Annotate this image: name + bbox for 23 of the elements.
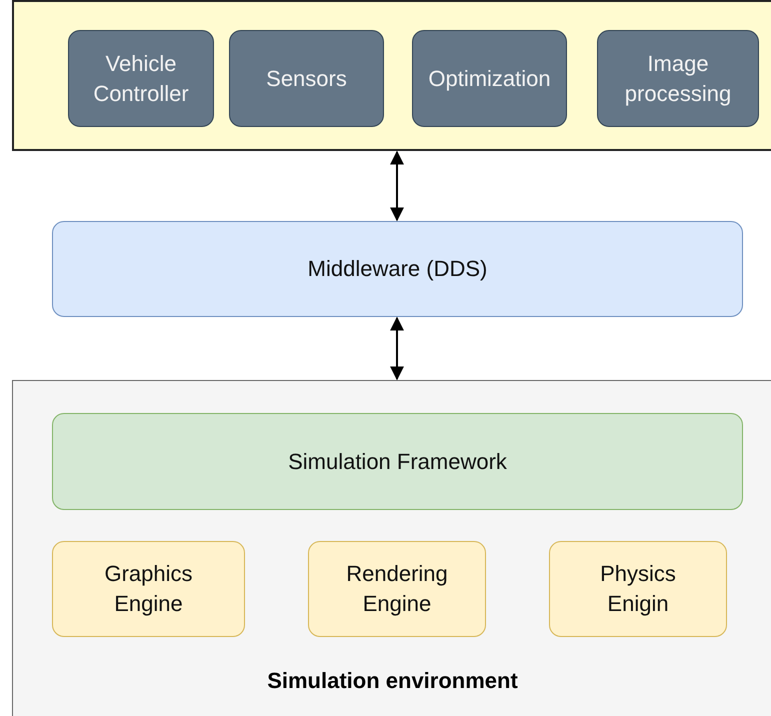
box-label: Middleware (DDS): [308, 255, 488, 284]
framework-box: [52, 413, 743, 510]
engine-box: [549, 541, 727, 637]
box-label: Physics Enigin: [599, 560, 677, 618]
box-label: Sensors: [266, 64, 347, 93]
module-box: [229, 30, 384, 127]
panel-title: Simulation environment: [267, 667, 518, 696]
engine-box: [308, 541, 486, 637]
panel: [12, 0, 771, 151]
box-label: Vehicle Controller: [92, 50, 190, 108]
module-box: [412, 30, 567, 127]
module-box: [597, 30, 759, 127]
box-label: Graphics Engine: [103, 560, 194, 618]
double-arrow: [390, 150, 404, 222]
box-label: Image processing: [624, 50, 732, 108]
box-label: Optimization: [428, 64, 551, 93]
middleware-box: [52, 221, 743, 317]
engine-box: [52, 541, 245, 637]
box-label: Rendering Engine: [345, 560, 449, 618]
environment-panel: [12, 380, 771, 716]
module-box: [68, 30, 214, 127]
box-label: Simulation Framework: [288, 448, 507, 476]
double-arrow: [390, 316, 404, 380]
